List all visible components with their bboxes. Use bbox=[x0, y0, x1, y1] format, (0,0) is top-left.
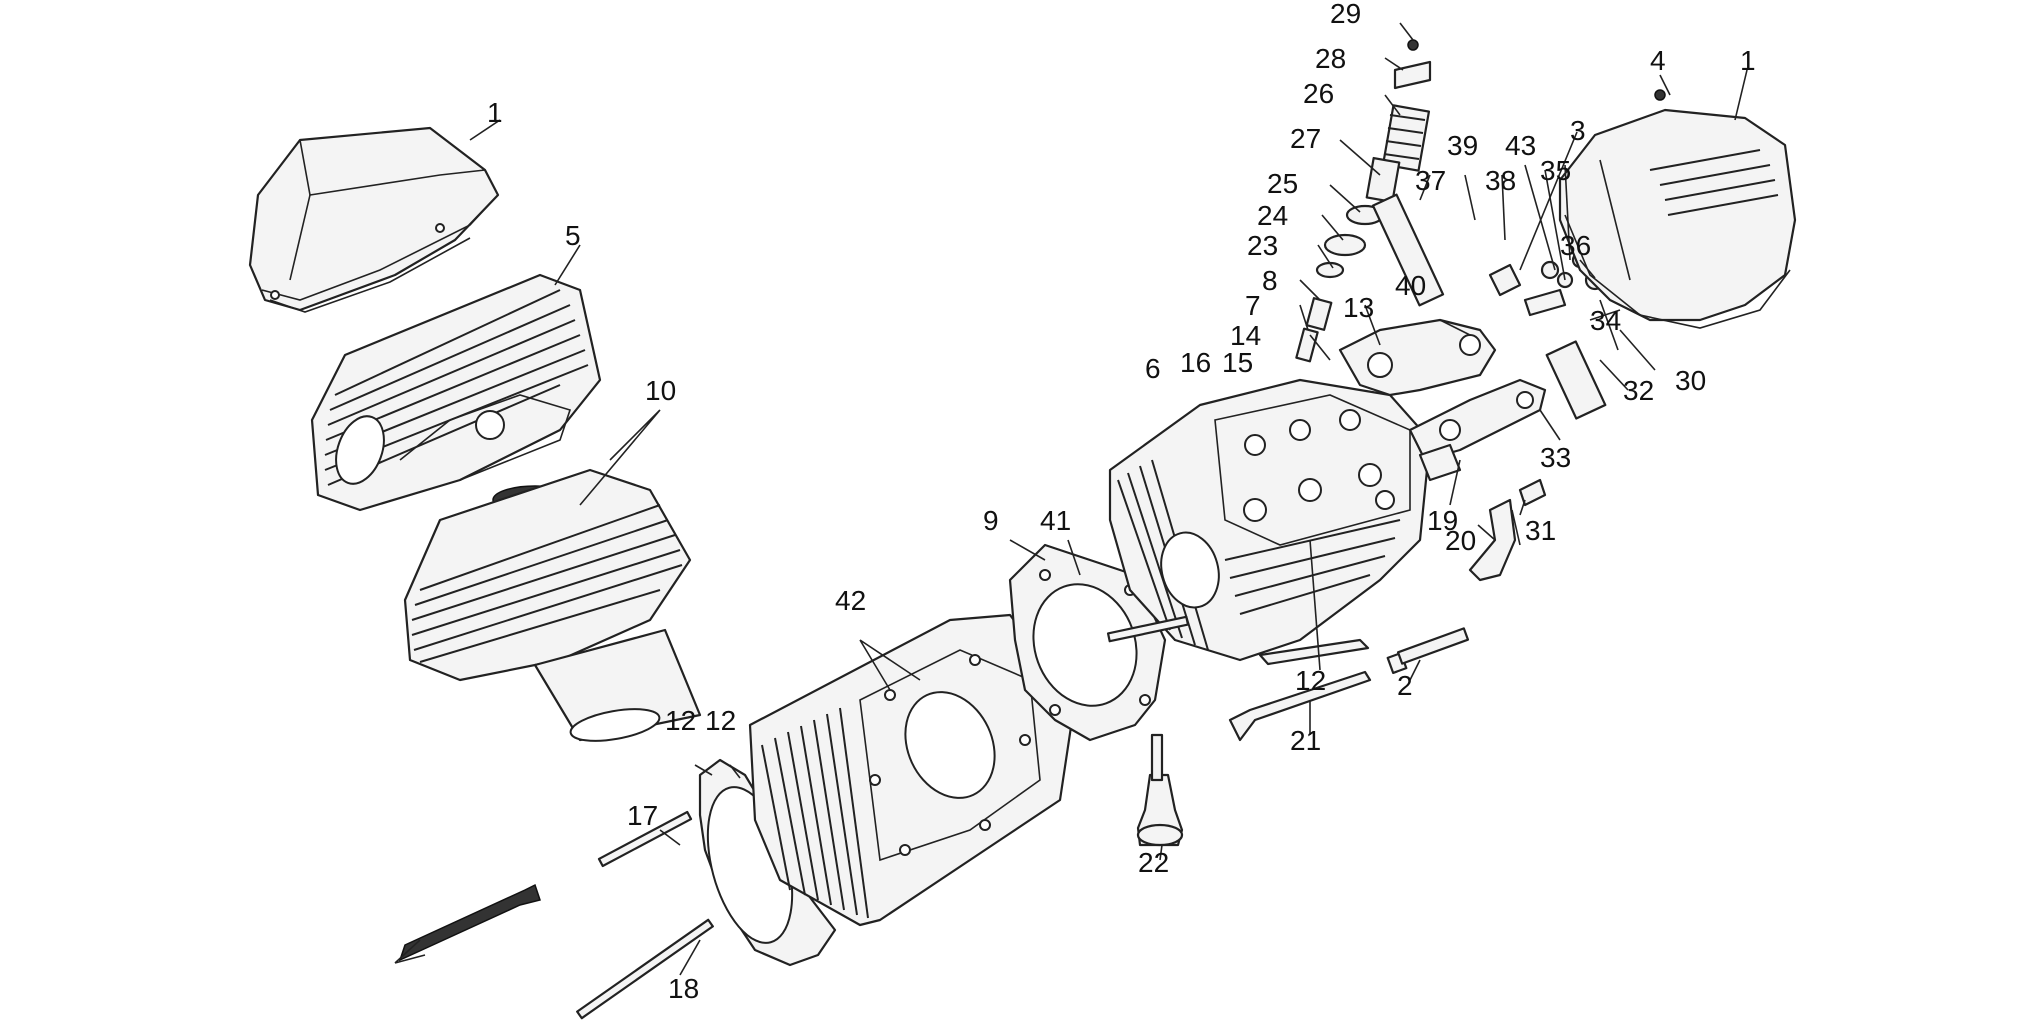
callout-23: 23 bbox=[1247, 230, 1278, 261]
base-gasket-left bbox=[698, 758, 837, 967]
callout-29: 29 bbox=[1330, 0, 1361, 29]
callout-33: 33 bbox=[1540, 442, 1571, 473]
callout-15: 15 bbox=[1222, 347, 1253, 378]
leader-lines bbox=[469, 22, 1748, 976]
callout-30: 30 bbox=[1675, 365, 1706, 396]
callout-4: 4 bbox=[1650, 45, 1666, 76]
callout-24: 24 bbox=[1257, 200, 1288, 231]
callout-42: 42 bbox=[835, 585, 866, 616]
callout-2: 2 bbox=[1397, 670, 1413, 701]
callout-labels: 1 5 10 1 4 29 28 26 27 25 24 23 8 7 14 1… bbox=[487, 0, 1756, 1004]
callout-37: 37 bbox=[1415, 165, 1446, 196]
callout-34: 34 bbox=[1590, 305, 1621, 336]
callout-27: 27 bbox=[1290, 123, 1321, 154]
cylinder-head-right bbox=[1108, 378, 1432, 662]
rocker-assembly bbox=[1338, 193, 1547, 482]
arrow-icon bbox=[394, 883, 541, 964]
callout-25: 25 bbox=[1267, 168, 1298, 199]
throttle-linkage bbox=[1468, 478, 1547, 582]
callout-22: 22 bbox=[1138, 847, 1169, 878]
callout-40: 40 bbox=[1395, 270, 1426, 301]
callout-13: 13 bbox=[1343, 292, 1374, 323]
callout-10: 10 bbox=[645, 375, 676, 406]
callout-20: 20 bbox=[1445, 525, 1476, 556]
callout-36: 36 bbox=[1560, 230, 1591, 261]
callout-43: 43 bbox=[1505, 130, 1536, 161]
rocker-cover-left bbox=[248, 126, 500, 313]
callout-16: 16 bbox=[1180, 347, 1211, 378]
callout-39: 39 bbox=[1447, 130, 1478, 161]
rocker-cover-right bbox=[1558, 89, 1797, 329]
callout-12-center: 12 bbox=[1295, 665, 1326, 696]
callout-14: 14 bbox=[1230, 320, 1261, 351]
callout-8: 8 bbox=[1262, 265, 1278, 296]
callout-35: 35 bbox=[1540, 155, 1571, 186]
callout-7: 7 bbox=[1245, 290, 1261, 321]
callout-12-left-b: 12 bbox=[705, 705, 736, 736]
callout-18: 18 bbox=[668, 973, 699, 1004]
cylinder-barrel bbox=[748, 613, 1077, 927]
studs-and-valves bbox=[576, 615, 1470, 1020]
callout-32: 32 bbox=[1623, 375, 1654, 406]
callout-17: 17 bbox=[627, 800, 658, 831]
valve-spring-stack bbox=[1295, 39, 1432, 363]
callout-9: 9 bbox=[983, 505, 999, 536]
cylinder-left bbox=[403, 468, 702, 742]
callout-28: 28 bbox=[1315, 43, 1346, 74]
callout-19: 19 bbox=[1427, 505, 1458, 536]
callout-5: 5 bbox=[565, 220, 581, 251]
callout-6: 6 bbox=[1145, 353, 1161, 384]
callout-41: 41 bbox=[1040, 505, 1071, 536]
callout-1-left-cover: 1 bbox=[487, 97, 503, 128]
cylinder-head-left bbox=[310, 273, 602, 512]
callout-38: 38 bbox=[1485, 165, 1516, 196]
callout-1-right-cover: 1 bbox=[1740, 45, 1756, 76]
callout-12-left-a: 12 bbox=[665, 705, 696, 736]
callout-3: 3 bbox=[1570, 115, 1586, 146]
callout-26: 26 bbox=[1303, 78, 1334, 109]
callout-31: 31 bbox=[1525, 515, 1556, 546]
callout-21: 21 bbox=[1290, 725, 1321, 756]
